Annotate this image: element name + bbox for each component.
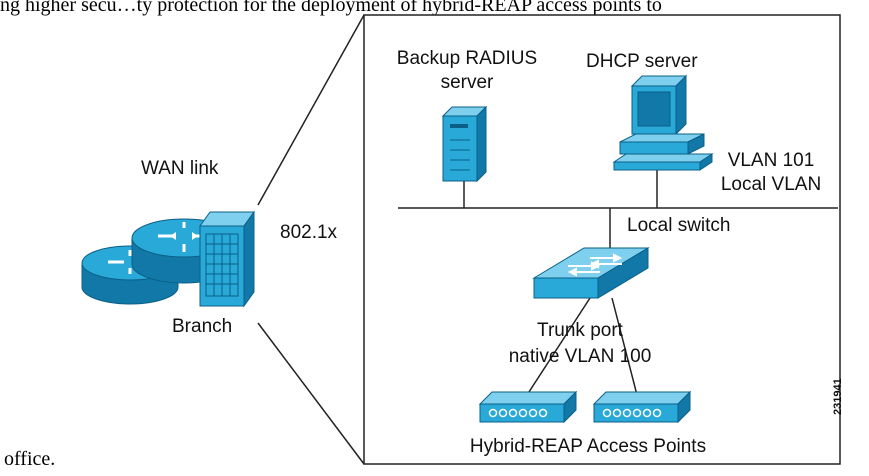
dhcp-workstation-icon bbox=[612, 74, 714, 171]
vlan-label-line2: Local VLAN bbox=[720, 174, 822, 195]
access-point-icon-1 bbox=[478, 390, 578, 424]
zoom-line-top bbox=[257, 14, 365, 206]
trunk-port-label-line1: Trunk port bbox=[537, 320, 623, 341]
trunk-port-label-line2: native VLAN 100 bbox=[508, 346, 652, 367]
trunk-link-ap1 bbox=[526, 297, 591, 396]
wan-link-label: WAN link bbox=[141, 158, 219, 179]
zoom-line-bottom bbox=[257, 322, 365, 465]
dot1x-label: 802.1x bbox=[280, 222, 338, 243]
dhcp-server-label: DHCP server bbox=[586, 51, 698, 72]
branch-label: Branch bbox=[172, 316, 233, 337]
switch-icon bbox=[532, 247, 650, 299]
branch-detail-box bbox=[363, 14, 841, 465]
caption-bottom-text: office. bbox=[4, 448, 56, 470]
trunk-link-ap2 bbox=[611, 297, 638, 396]
branch-building-icon bbox=[199, 210, 255, 308]
radius-server-icon bbox=[441, 105, 488, 183]
backup-radius-label-line1: Backup RADIUS bbox=[396, 48, 538, 69]
caption-top-text: ng higher secu…ty protection for the dep… bbox=[0, 0, 662, 16]
vlan-label-line1: VLAN 101 bbox=[727, 150, 815, 171]
local-switch-label: Local switch bbox=[627, 215, 731, 236]
figure-number: 231941 bbox=[832, 378, 844, 415]
access-points-label: Hybrid-REAP Access Points bbox=[469, 436, 707, 457]
backup-radius-label-line2: server bbox=[440, 72, 494, 93]
access-point-icon-2 bbox=[592, 390, 692, 424]
